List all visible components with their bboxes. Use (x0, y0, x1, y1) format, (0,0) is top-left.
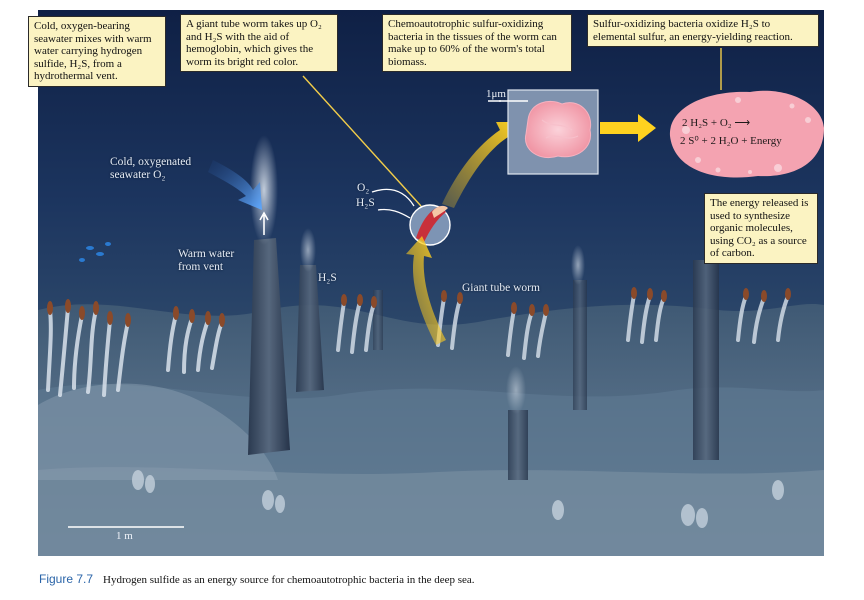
sulfur-bacterium-enlarged (669, 90, 824, 178)
bacteria-to-reaction-arrow (600, 114, 656, 142)
callout-oxidize: Sulfur-oxidizing bacteria oxidize H₂S to… (587, 14, 819, 47)
sea-floor-sediment (38, 467, 824, 556)
figure-number: Figure 7.7 (39, 572, 94, 586)
vent-chimney-background (573, 280, 587, 410)
label-warm-water: Warm water from vent (178, 248, 235, 273)
bacterium-granules (682, 97, 811, 174)
label-giant-tube-worm: Giant tube worm (462, 282, 540, 294)
label-meter-scale: 1 m (116, 530, 133, 542)
warm-water-arrow (259, 211, 269, 235)
callout-energy: The energy released is used to synthesiz… (704, 193, 818, 264)
plume-secondary (300, 228, 316, 272)
callout-hemoglobin: A giant tube worm takes up O₂ and H₂S wi… (180, 14, 338, 72)
fish-school (79, 242, 111, 262)
callout-seawater-mix: Cold, oxygen-bearing seawater mixes with… (28, 16, 166, 87)
label-h2s-vent: H₂S (318, 272, 337, 284)
o2-uptake-arrow (371, 188, 415, 207)
hemoglobin-pointer-line (302, 75, 422, 207)
vent-chimney-right (693, 260, 719, 460)
tube-worm-plumes-center (341, 290, 549, 316)
callout-biomass: Chemoautotrophic sulfur-oxidizing bacter… (382, 14, 572, 72)
label-micrometer-scale: 1μm (486, 88, 506, 100)
sediment-mound (38, 383, 278, 480)
label-h2s-worm: H₂S (356, 197, 375, 209)
bacterium-cell (524, 100, 592, 158)
label-o2-worm: O₂ (357, 182, 370, 194)
warm-water-plume (250, 135, 278, 245)
tube-worm-clumps-bottom (132, 470, 784, 528)
closeup-to-bacteria-arrow (442, 122, 520, 208)
plume-small (506, 366, 526, 414)
worm-tissue-icon (416, 206, 446, 242)
vent-chimney-secondary (296, 265, 324, 392)
reaction-equation-line1: 2 H₂S + O₂ ⟶ (682, 117, 751, 129)
tube-worm-to-closeup-arrow (406, 236, 446, 345)
h2s-uptake-arrow (377, 208, 411, 219)
reaction-equation-line2: 2 S⁰ + 2 H₂O + Energy (680, 135, 782, 147)
bacterium-cell-texture (541, 119, 579, 139)
vent-chimney-small (508, 410, 528, 480)
label-cold-seawater: Cold, oxygenated seawater O₂ (110, 156, 192, 181)
figure-caption-text: Hydrogen sulfide as an energy source for… (103, 574, 475, 586)
figure-caption: Figure 7.7 Hydrogen sulfide as an energy … (39, 572, 475, 586)
tube-worm-plumes-left (47, 299, 225, 327)
vent-chimney-distant (373, 290, 383, 350)
vent-chimney-main (248, 238, 290, 455)
plume-background (571, 245, 585, 285)
worm-plume-icon (432, 205, 448, 218)
deep-sea-scene (38, 10, 824, 556)
cold-seawater-arrow (208, 160, 262, 210)
tube-worm-plumes-right (631, 287, 791, 302)
